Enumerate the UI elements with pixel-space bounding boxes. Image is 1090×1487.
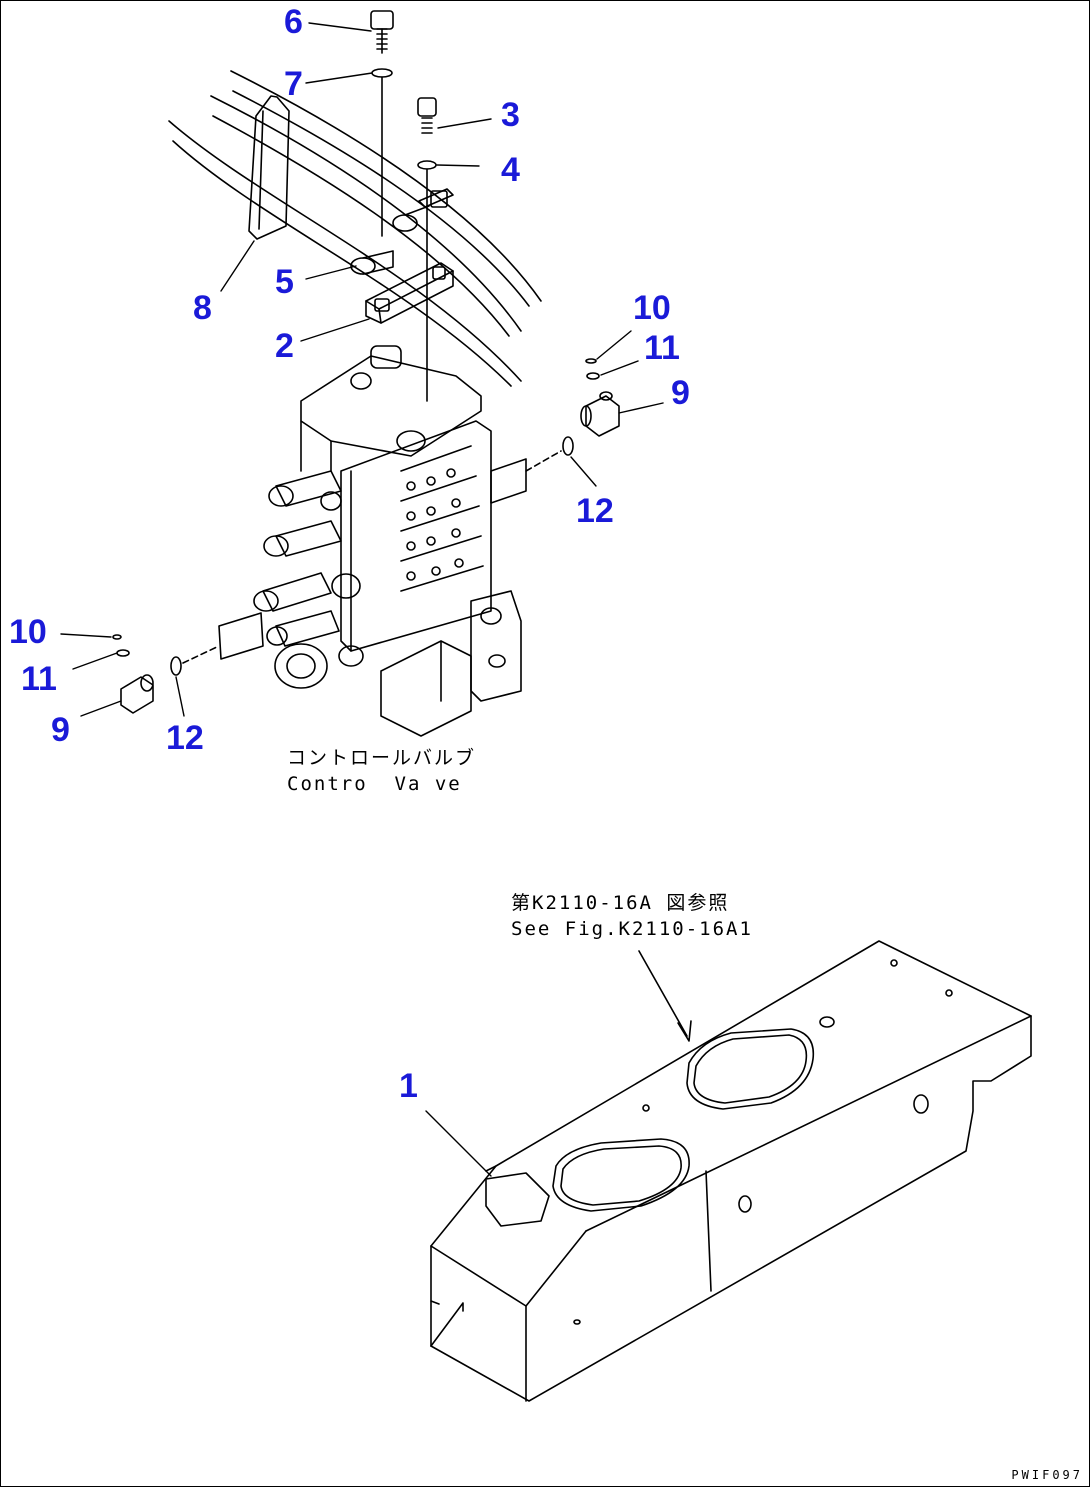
callout-3: 3 <box>501 96 520 134</box>
callout-8: 8 <box>193 289 212 327</box>
callout-12-right: 12 <box>576 492 614 530</box>
leader-lines <box>60 22 664 1177</box>
callout-7: 7 <box>284 65 303 103</box>
washer-7 <box>371 68 393 78</box>
callout-6: 6 <box>284 3 303 41</box>
see-fig-note-en: See Fig.K2110-16A1 <box>511 918 753 940</box>
frame-part-1 <box>430 940 1032 1402</box>
reference-arrow <box>638 950 692 1042</box>
callout-11-right: 11 <box>644 329 680 367</box>
control-valve-label-en: Contro Va ve <box>287 773 462 795</box>
callout-2: 2 <box>275 327 294 365</box>
hose-bundle <box>168 70 542 387</box>
hose-clamp-band <box>248 95 290 240</box>
control-valve-label-jp: コントロールバルブ <box>287 747 477 769</box>
control-valve <box>218 345 527 737</box>
callout-1: 1 <box>399 1067 418 1105</box>
fitting-left <box>112 634 220 714</box>
washer-4 <box>417 160 437 170</box>
callout-12-left: 12 <box>166 719 204 757</box>
fitting-right <box>525 358 620 472</box>
see-fig-note-jp: 第K2110-16A 図参照 <box>511 892 730 914</box>
callout-11-left: 11 <box>21 660 57 698</box>
bolt-3 <box>417 97 437 134</box>
callout-10-left: 10 <box>9 613 47 651</box>
callout-9-left: 9 <box>51 711 70 749</box>
bracket-plate-2 <box>365 188 454 324</box>
callout-5: 5 <box>275 263 294 301</box>
clamp-5 <box>350 205 430 275</box>
callout-9-right: 9 <box>671 374 690 412</box>
drawing-code: PWIF097 <box>1011 1468 1083 1482</box>
callout-4: 4 <box>501 151 520 189</box>
callout-10-right: 10 <box>633 289 671 327</box>
bolt-6 <box>370 10 394 54</box>
